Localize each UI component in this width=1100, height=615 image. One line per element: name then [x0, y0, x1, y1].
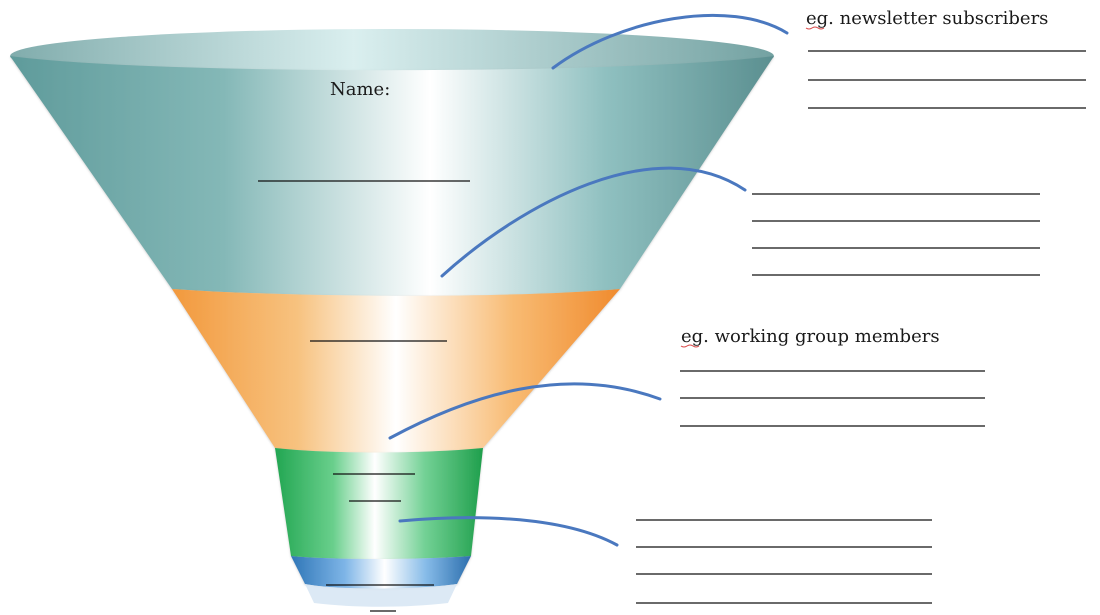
funnel-blanks [258, 180, 470, 612]
funnel-blue-bottom [305, 584, 457, 607]
funnel [10, 29, 774, 607]
funnel-blue-stage [291, 556, 471, 589]
callout-1-title: eg. newsletter subscribers [806, 8, 1048, 29]
funnel-top-stage [10, 56, 774, 296]
callout-3-spell-underline [680, 344, 700, 348]
connector-third [388, 382, 662, 440]
connector-top [551, 13, 789, 70]
funnel-green-stage [275, 448, 483, 559]
funnel-name-label: Name: [330, 79, 390, 100]
connectors [388, 13, 789, 547]
callout-lines [636, 50, 1086, 604]
connector-second [440, 166, 747, 278]
funnel-orange-stage [172, 289, 620, 453]
callout-3-title: eg. working group members [681, 326, 940, 347]
connector-fourth [398, 516, 619, 547]
callout-1-spell-underline [805, 26, 825, 30]
